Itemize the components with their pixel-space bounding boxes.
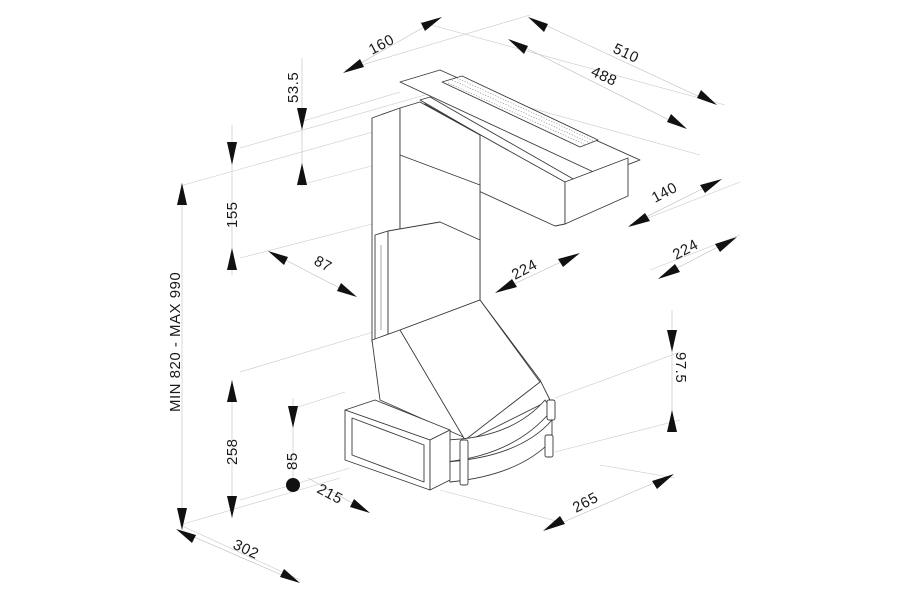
arrow <box>227 380 237 402</box>
arrow <box>652 474 674 489</box>
arrow <box>177 183 187 205</box>
clamp-knobs <box>459 399 556 486</box>
arrow <box>421 17 442 31</box>
dim-87: 87 <box>311 253 335 276</box>
top-plate <box>399 69 641 176</box>
arrow <box>280 569 300 583</box>
dim-97-5: 97.5 <box>672 352 689 383</box>
telescopic-front <box>387 221 481 336</box>
outlet-duct-side <box>429 429 451 491</box>
arrow <box>543 516 565 531</box>
arrow <box>337 283 357 297</box>
arrow <box>558 253 580 267</box>
arrow <box>227 248 237 270</box>
arrow <box>508 39 528 54</box>
reference-point <box>286 478 300 492</box>
outlet-duct-inner <box>351 417 425 483</box>
arrow <box>667 410 677 432</box>
arrow <box>667 114 687 129</box>
curved-collar-lower <box>444 419 553 483</box>
lower-duct-front <box>399 299 541 441</box>
arrow <box>227 496 237 518</box>
dim-85: 85 <box>284 452 301 470</box>
dim-215: 215 <box>314 481 345 508</box>
arrow <box>528 17 548 32</box>
dim-265: 265 <box>570 489 601 516</box>
telescopic-left <box>374 230 389 341</box>
arrow <box>495 279 517 293</box>
dim-overall-height: MIN 820 - MAX 990 <box>167 272 184 412</box>
arrow <box>176 529 196 543</box>
dim-53-5: 53.5 <box>285 72 302 103</box>
dim-224-right: 224 <box>670 236 701 263</box>
dim-160: 160 <box>366 31 397 58</box>
arrow <box>297 163 307 185</box>
dim-258: 258 <box>224 438 241 465</box>
dimension-arrows <box>176 17 737 583</box>
upper-box-right <box>564 157 629 225</box>
grille-vent <box>441 75 599 148</box>
dim-224-mid: 224 <box>509 256 540 283</box>
arrow <box>667 330 677 352</box>
arrow <box>297 108 307 130</box>
arrow <box>268 251 288 265</box>
arrow <box>697 90 717 105</box>
dim-155: 155 <box>224 201 241 228</box>
hood-body <box>344 69 641 491</box>
arrow <box>658 264 680 279</box>
dim-488: 488 <box>588 63 619 90</box>
arrow <box>343 59 364 73</box>
arrow <box>350 499 370 513</box>
arrow <box>177 508 187 530</box>
arrow <box>227 142 237 165</box>
arrow <box>715 237 737 252</box>
dim-510: 510 <box>610 40 641 67</box>
arrow <box>628 213 650 227</box>
arrow <box>700 179 722 193</box>
dim-302: 302 <box>230 536 261 563</box>
arrow <box>288 406 298 428</box>
